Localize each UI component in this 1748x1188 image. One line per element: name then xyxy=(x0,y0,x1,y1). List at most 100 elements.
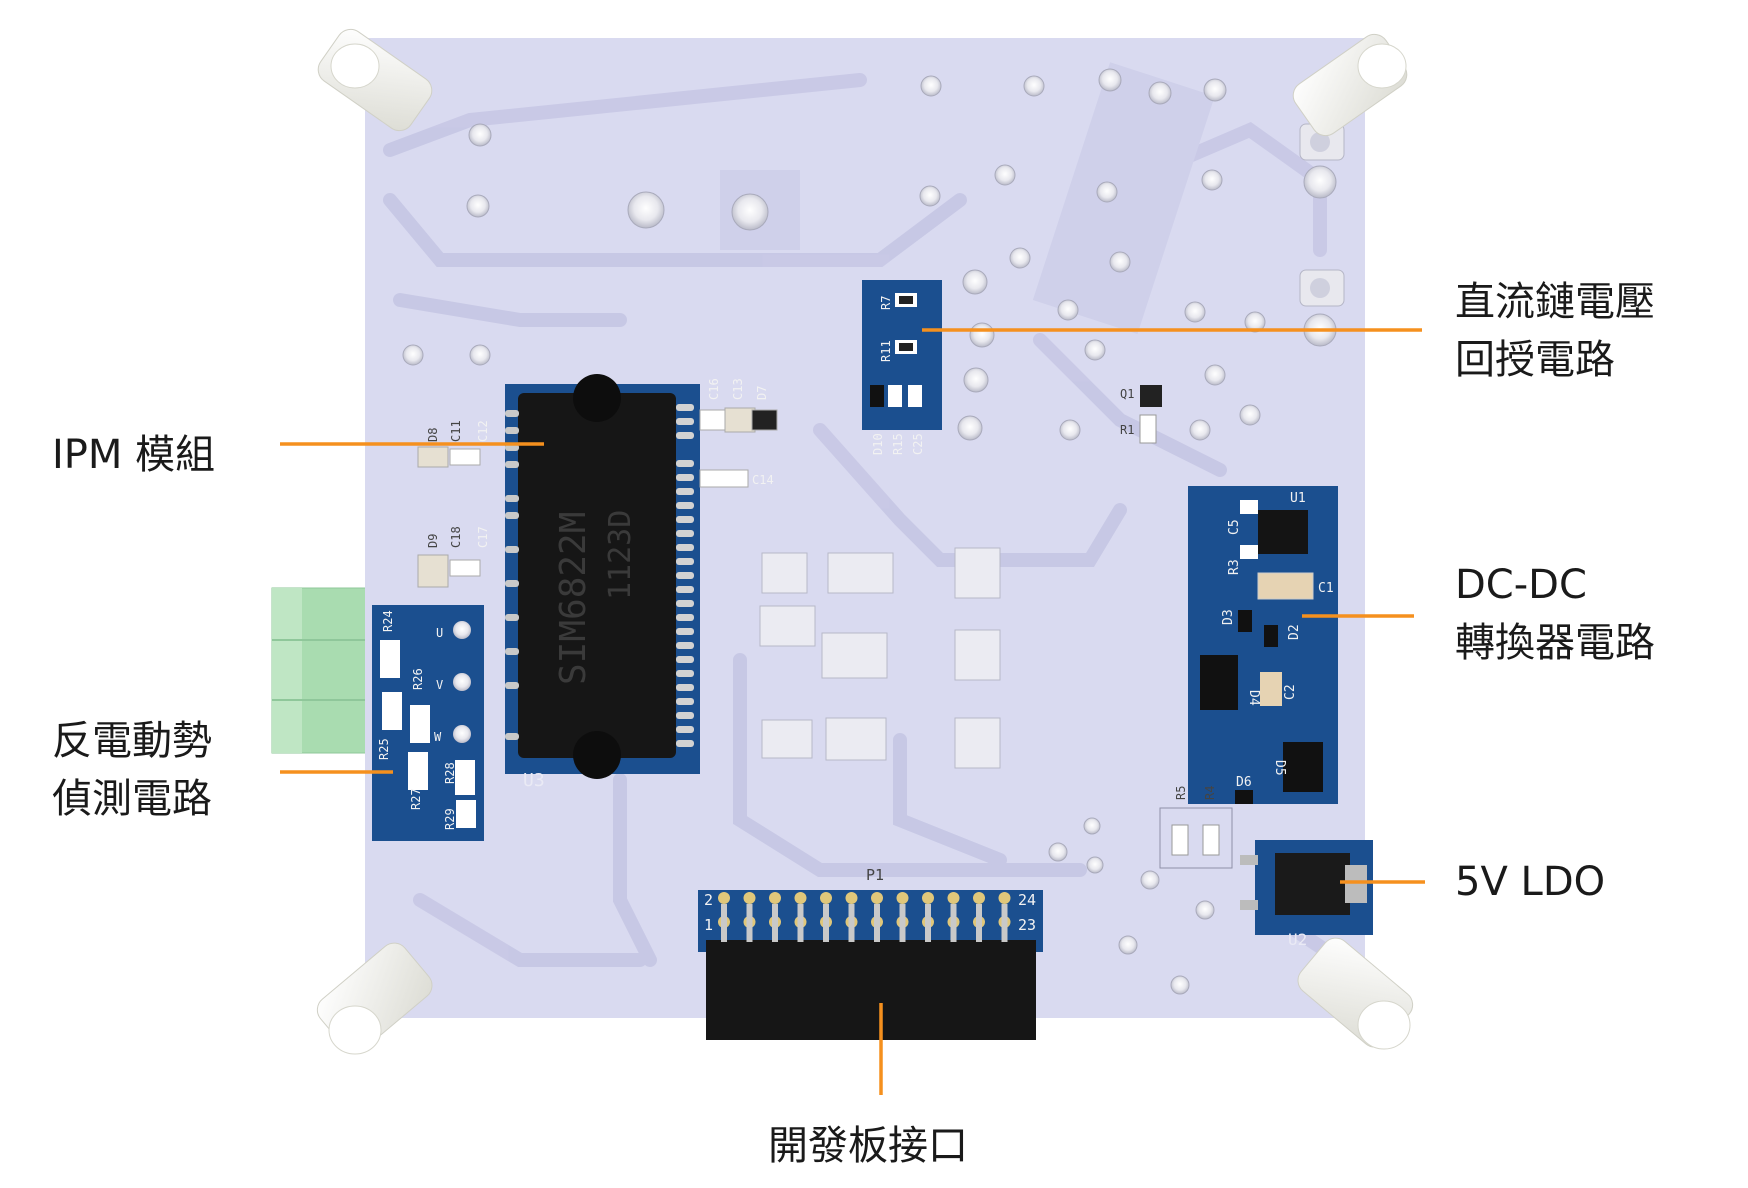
header-pin-leg xyxy=(925,904,931,942)
label-dc-bus-line1: 直流鏈電壓 xyxy=(1455,279,1655,325)
ref-c12: C12 xyxy=(476,420,490,442)
header-pin xyxy=(973,892,985,904)
header-pin-leg xyxy=(797,904,804,942)
header-pin xyxy=(998,892,1011,904)
pin-1-label: 1 xyxy=(704,916,713,934)
dcdc-region: U1 C5 R3 C1 D3 D2 D4 C2 D5 D6 xyxy=(1188,486,1338,804)
pin-2-label: 2 xyxy=(704,891,713,909)
ref-r29: R29 xyxy=(443,808,457,830)
header-pin xyxy=(947,892,960,904)
standoff-bottom-left xyxy=(316,942,433,1055)
ipm-marking-1: SIM6822M xyxy=(553,512,594,685)
ref-c2: C2 xyxy=(1283,684,1298,700)
ref-u2: U2 xyxy=(1288,930,1307,949)
ref-q1: Q1 xyxy=(1120,387,1134,401)
ref-r11: R11 xyxy=(879,340,893,362)
ref-c13: C13 xyxy=(731,378,745,400)
ref-r15: R15 xyxy=(891,433,905,455)
terminal-block xyxy=(271,587,383,754)
q1-area: Q1 R1 xyxy=(1120,385,1162,444)
ref-d8: D8 xyxy=(426,428,440,442)
ref-c18: C18 xyxy=(449,526,463,548)
header-pin-leg xyxy=(976,904,982,942)
ref-c17: C17 xyxy=(476,526,490,548)
header-pin xyxy=(769,892,781,904)
header-pin xyxy=(820,892,832,904)
ref-u1: U1 xyxy=(1290,491,1306,506)
header-pin-leg xyxy=(899,904,906,942)
ipm-chip xyxy=(518,393,676,758)
header-pins xyxy=(718,892,1011,942)
ref-r3: R3 xyxy=(1227,559,1242,575)
ipm-marking-2: 1123D xyxy=(603,510,638,600)
header-pin-leg xyxy=(950,904,957,942)
ref-p1: P1 xyxy=(866,866,884,884)
header-pin xyxy=(845,892,858,904)
ref-d2: D2 xyxy=(1287,624,1302,640)
label-dc-bus-line2: 回授電路 xyxy=(1455,337,1615,383)
header-pin xyxy=(871,892,883,904)
ref-c1: C1 xyxy=(1318,581,1334,596)
r4-r5-area: R5 R4 xyxy=(1159,786,1233,869)
ref-d9: D9 xyxy=(426,534,440,548)
ref-c25: C25 xyxy=(911,433,925,455)
header-pin-leg xyxy=(848,904,855,942)
ref-r4: R4 xyxy=(1203,786,1217,800)
ref-c11: C11 xyxy=(449,420,463,442)
ref-d4: D4 xyxy=(1246,690,1261,706)
header-pin-leg xyxy=(874,904,880,942)
ref-r28: R28 xyxy=(443,762,457,784)
ref-c5: C5 xyxy=(1227,519,1242,535)
label-bemf-line2: 偵測電路 xyxy=(52,776,212,822)
header-pin xyxy=(922,892,934,904)
pin-23-label: 23 xyxy=(1018,916,1036,934)
ref-r25: R25 xyxy=(377,738,391,760)
label-ldo: 5V LDO xyxy=(1455,859,1606,905)
header-pin-leg xyxy=(721,904,727,942)
callout-lines xyxy=(280,328,1425,1095)
bemf-region: R24 R26 R25 R27 R28 R29 U V W xyxy=(372,605,484,841)
ipm-pins-right xyxy=(676,404,694,747)
phase-w-label: W xyxy=(434,730,442,744)
ref-r1: R1 xyxy=(1120,423,1134,437)
ldo-region: U2 xyxy=(1240,840,1373,949)
header-pin xyxy=(718,892,730,904)
ref-c16: C16 xyxy=(707,378,721,400)
standoff-bottom-right xyxy=(1297,937,1414,1050)
ipm-passives: C16 C13 D7 C14 D8 C11 C12 D9 C18 C17 xyxy=(417,378,778,588)
smd-pad-grids xyxy=(759,547,1001,769)
ref-r24: R24 xyxy=(381,610,395,632)
ref-d5: D5 xyxy=(1272,760,1287,776)
ref-r27: R27 xyxy=(409,788,423,810)
header-pin-leg xyxy=(823,904,829,942)
phase-v-label: V xyxy=(436,678,443,692)
ref-c14: C14 xyxy=(752,473,774,487)
phase-u-label: U xyxy=(436,626,443,640)
label-dcdc-line1: DC-DC xyxy=(1455,562,1587,608)
pin-24-label: 24 xyxy=(1018,891,1036,909)
header-pin xyxy=(896,892,909,904)
ipm-region: SIM6822M 1123D U3 xyxy=(505,374,700,791)
label-bemf-line1: 反電動勢 xyxy=(52,718,212,764)
header-pin xyxy=(794,892,807,904)
ref-d6: D6 xyxy=(1236,775,1252,790)
ref-r5: R5 xyxy=(1174,786,1188,800)
header-connector-p1: P1 2 1 24 23 xyxy=(698,866,1043,1040)
header-pin xyxy=(743,892,756,904)
ref-r26: R26 xyxy=(411,668,425,690)
ref-d7: D7 xyxy=(755,386,769,400)
standoff-top-left xyxy=(317,28,433,132)
label-dev-board: 開發板接口 xyxy=(768,1123,968,1169)
ref-d3: D3 xyxy=(1221,609,1236,625)
header-pin-leg xyxy=(772,904,778,942)
header-pin-leg xyxy=(1001,904,1008,942)
standoff-top-right xyxy=(1292,33,1408,137)
header-pin-leg xyxy=(746,904,753,942)
ref-u3: U3 xyxy=(523,770,545,791)
ref-r7: R7 xyxy=(879,296,893,310)
label-dcdc-line2: 轉換器電路 xyxy=(1455,620,1655,666)
ref-d10: D10 xyxy=(871,433,885,455)
dc-bus-feedback-region: R7 R11 D10 R15 C25 xyxy=(862,280,942,455)
label-ipm: IPM 模組 xyxy=(52,432,216,478)
